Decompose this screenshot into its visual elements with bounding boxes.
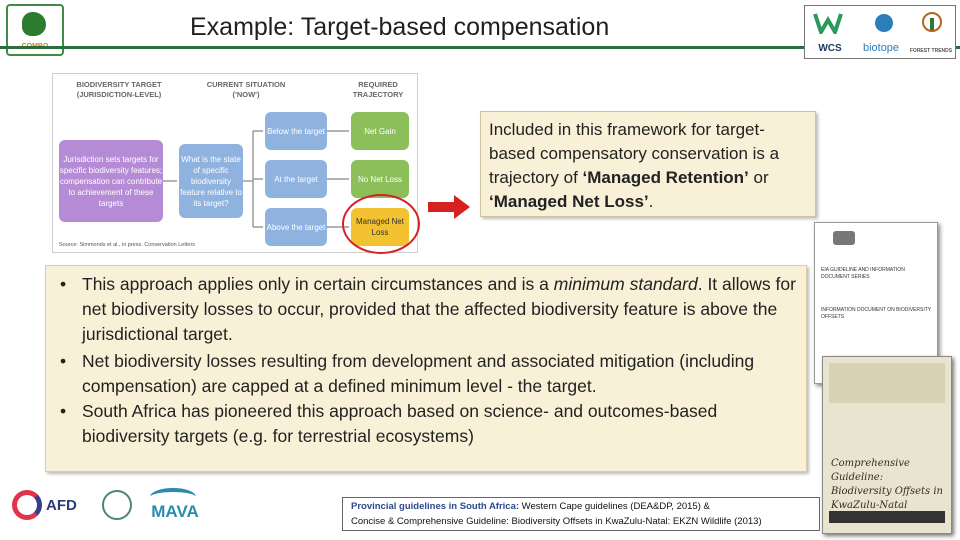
diagram-source: Source: Simmonds et al., in press. Conse… — [59, 242, 196, 248]
doc1-info-title: INFORMATION DOCUMENT ON BIODIVERSITY OFF… — [821, 307, 932, 320]
doc2-logo-strip — [829, 511, 945, 523]
diagram-header-trajectory: REQUIRED TRAJECTORY — [343, 80, 413, 100]
callout-or: or — [748, 168, 769, 187]
wcs-logo: WCS — [807, 10, 853, 56]
afd-logo-text: AFD — [46, 497, 77, 514]
target-trajectory-diagram: BIODIVERSITY TARGET (JURISDICTION-LEVEL)… — [52, 73, 418, 253]
diagram-header-current-text: CURRENT SITUATION ('NOW') — [206, 80, 286, 99]
funder-logos: AFD MAVA — [8, 484, 208, 526]
mava-logo-text: MAVA — [151, 502, 199, 521]
doc2-banner-image — [829, 363, 945, 403]
biotope-logo-label: biotope — [862, 42, 900, 54]
diagram-target-box: Jurisdiction sets targets for specific b… — [59, 140, 163, 222]
biotope-mark-icon — [875, 14, 893, 32]
wcs-mark-icon — [813, 13, 843, 34]
bullet-minimum-standard: This approach applies only in certain ci… — [56, 272, 796, 347]
forest-trends-logo-label: FOREST TRENDS — [909, 48, 953, 54]
wcs-logo-label: WCS — [818, 43, 842, 54]
government-crest-icon — [833, 231, 855, 245]
callout-text: Included in this framework for target-ba… — [489, 120, 780, 187]
diagram-header-trajectory-text: REQUIRED TRAJECTORY — [352, 80, 404, 99]
doc2-title: Comprehensive Guideline: Biodiversity Of… — [831, 458, 943, 511]
diagram-trajectory-net-gain: Net Gain — [351, 112, 409, 150]
bullet-capped-losses: Net biodiversity losses resulting from d… — [56, 349, 796, 399]
ffem-globe-icon — [102, 490, 132, 520]
mava-wave-icon — [150, 488, 196, 506]
header-divider — [0, 46, 960, 49]
diagram-situation-below: Below the target — [265, 112, 327, 150]
key-points-list: This approach applies only in certain ci… — [56, 272, 796, 449]
diagram-connector-arrows — [163, 130, 349, 228]
framework-callout: Included in this framework for target-ba… — [480, 111, 816, 217]
mava-logo: MAVA — [142, 486, 208, 524]
forest-trends-logo: FOREST TRENDS — [909, 10, 953, 56]
managed-net-loss-highlight-ring — [342, 194, 420, 254]
bullet-south-africa: South Africa has pioneered this approach… — [56, 399, 796, 449]
bullet-1-post: . It allows for net biodiversity losses … — [82, 274, 796, 344]
callout-managed-net-loss: ‘Managed Net Loss’ — [489, 192, 649, 211]
callout-end: . — [648, 192, 654, 211]
africa-map-icon — [22, 12, 46, 36]
key-points-box: This approach applies only in certain ci… — [45, 265, 807, 472]
source-label: Provincial guidelines in South Africa: — [351, 501, 520, 512]
kzn-guideline-document: Comprehensive Guideline: Biodiversity Of… — [822, 356, 952, 534]
diagram-header-target: BIODIVERSITY TARGET (JURISDICTION-LEVEL) — [59, 80, 179, 100]
diagram-header-current: CURRENT SITUATION ('NOW') — [191, 80, 301, 100]
page-title: Example: Target-based compensation — [190, 13, 610, 41]
source-line-1: Provincial guidelines in South Africa: W… — [351, 499, 811, 514]
doc1-series-title: EIA GUIDELINE AND INFORMATION DOCUMENT S… — [821, 267, 905, 280]
guidelines-source-box: Provincial guidelines in South Africa: W… — [342, 497, 820, 531]
partner-logos: WCS biotope FOREST TRENDS — [804, 5, 956, 59]
afd-ring-icon — [12, 490, 42, 520]
biotope-logo: biotope — [855, 10, 907, 56]
source-line-1-text: Western Cape guidelines (DEA&DP, 2015) & — [519, 501, 710, 512]
red-arrow-icon — [428, 195, 470, 219]
source-line-2: Concise & Comprehensive Guideline: Biodi… — [351, 516, 762, 527]
diagram-question-box: What is the state of specific biodiversi… — [179, 144, 243, 218]
diagram-situation-above: Above the target — [265, 208, 327, 246]
diagram-trajectory-no-net-loss: No Net Loss — [351, 160, 409, 198]
diagram-situation-at: At the target — [265, 160, 327, 198]
bullet-1-emphasis: minimum standard — [553, 274, 698, 294]
callout-managed-retention: ‘Managed Retention’ — [582, 168, 749, 187]
diagram-header-target-text: BIODIVERSITY TARGET (JURISDICTION-LEVEL) — [76, 80, 162, 99]
forest-trends-mark-icon — [922, 12, 942, 32]
bullet-1-pre: This approach applies only in certain ci… — [82, 274, 554, 294]
